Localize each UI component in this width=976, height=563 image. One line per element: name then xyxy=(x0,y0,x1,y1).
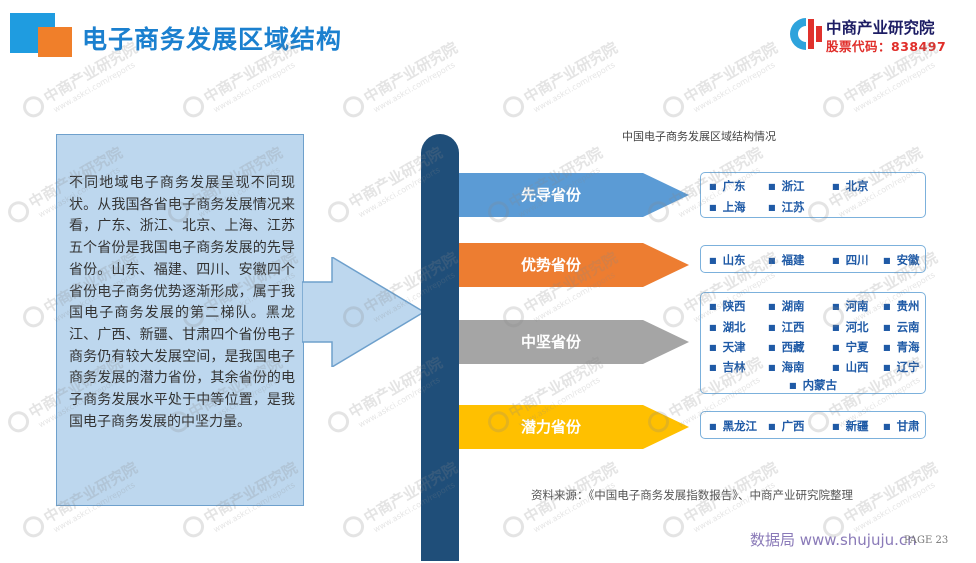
tier-leading-label: 先导省份 xyxy=(520,186,581,204)
province-item: 辽宁 xyxy=(883,359,920,375)
leading-provinces-box: 广东 浙江 北京 上海 江苏 xyxy=(700,172,926,218)
title-accent-orange xyxy=(38,27,72,57)
tier-backbone: 中坚省份 xyxy=(459,320,689,364)
province-item: 河北 xyxy=(832,319,869,335)
province-item: 天津 xyxy=(709,339,746,355)
svg-text:www.askci.com/reports: www.askci.com/reports xyxy=(532,60,617,114)
pointer-arrow xyxy=(302,257,426,367)
intro-text: 不同地域电子商务发展呈现不同现状。从我国各省电子商务发展情况来看，广东、浙江、北… xyxy=(69,175,295,430)
askci-logo-icon xyxy=(790,18,822,50)
svg-text:www.askci.com/reports: www.askci.com/reports xyxy=(372,60,457,114)
tier-potential-shape xyxy=(459,405,689,449)
stock-code: 股票代码：838497 xyxy=(826,39,947,54)
structure-spine xyxy=(421,134,459,561)
tier-potential-label: 潜力省份 xyxy=(520,418,581,436)
tier-advantage-shape xyxy=(459,243,689,287)
province-item: 广西 xyxy=(768,418,805,434)
tier-leading: 先导省份 xyxy=(459,173,689,217)
province-item: 上海 xyxy=(709,199,746,215)
advantage-provinces-box: 山东 福建 四川 安徽 xyxy=(700,245,926,273)
province-item: 吉林 xyxy=(709,359,746,375)
tier-backbone-label: 中坚省份 xyxy=(520,333,581,351)
potential-provinces-box: 黑龙江 广西 新疆 甘肃 xyxy=(700,411,926,439)
province-item: 内蒙古 xyxy=(789,377,838,393)
svg-text:www.askci.com/reports: www.askci.com/reports xyxy=(212,60,297,114)
company-logo: 中商产业研究院 股票代码：838497 xyxy=(789,15,959,55)
province-item: 山西 xyxy=(832,359,869,375)
province-item: 贵州 xyxy=(883,298,920,314)
svg-text:中商产业研究院: 中商产业研究院 xyxy=(841,459,941,527)
logo-name: 中商产业研究院 xyxy=(826,19,935,37)
province-item: 宁夏 xyxy=(832,339,869,355)
intro-text-box: 不同地域电子商务发展呈现不同现状。从我国各省电子商务发展情况来看，广东、浙江、北… xyxy=(56,134,304,506)
province-item: 四川 xyxy=(832,252,869,268)
backbone-provinces-box: 陕西 湖南 河南 贵州 湖北 江西 河北 云南 天津 西藏 宁夏 青海 吉林 海… xyxy=(700,292,926,394)
province-item: 北京 xyxy=(832,178,869,194)
footer-site: 数据局 www.shujuju.cn xyxy=(750,531,917,549)
province-item: 陕西 xyxy=(709,298,746,314)
page-title: 电子商务发展区域结构 xyxy=(82,25,343,54)
svg-text:www.askci.com/reports: www.askci.com/reports xyxy=(52,60,137,114)
tier-potential: 潜力省份 xyxy=(459,405,689,449)
svg-text:中商产业研究院: 中商产业研究院 xyxy=(361,39,461,107)
province-item: 青海 xyxy=(883,339,920,355)
province-item: 湖北 xyxy=(709,319,746,335)
province-item: 甘肃 xyxy=(883,418,920,434)
svg-text:www.askci.com/reports: www.askci.com/reports xyxy=(852,60,937,114)
svg-text:www.askci.com/reports: www.askci.com/reports xyxy=(852,480,937,534)
svg-text:中商产业研究院: 中商产业研究院 xyxy=(521,39,621,107)
svg-text:www.askci.com/reports: www.askci.com/reports xyxy=(692,60,777,114)
province-item: 江苏 xyxy=(768,199,805,215)
province-item: 西藏 xyxy=(768,339,805,355)
data-source: 资料来源：《中国电子商务发展指数报告》、中商产业研究院整理 xyxy=(531,488,853,502)
svg-text:中商产业研究院: 中商产业研究院 xyxy=(681,39,781,107)
province-item: 河南 xyxy=(832,298,869,314)
chart-caption: 中国电子商务发展区域结构情况 xyxy=(622,130,776,143)
province-item: 福建 xyxy=(768,252,805,268)
tier-leading-shape xyxy=(459,173,689,217)
province-item: 湖南 xyxy=(768,298,805,314)
province-item: 黑龙江 xyxy=(709,418,758,434)
province-item: 广东 xyxy=(709,178,746,194)
tier-advantage: 优势省份 xyxy=(459,243,689,287)
tier-advantage-label: 优势省份 xyxy=(520,256,581,274)
page-number: PAGE 23 xyxy=(904,535,949,546)
province-item: 云南 xyxy=(883,319,920,335)
province-item: 山东 xyxy=(709,252,746,268)
province-item: 安徽 xyxy=(883,252,920,268)
province-item: 海南 xyxy=(768,359,805,375)
province-item: 江西 xyxy=(768,319,805,335)
province-item: 浙江 xyxy=(768,178,805,194)
province-item: 新疆 xyxy=(832,418,869,434)
tier-backbone-shape xyxy=(459,320,689,364)
